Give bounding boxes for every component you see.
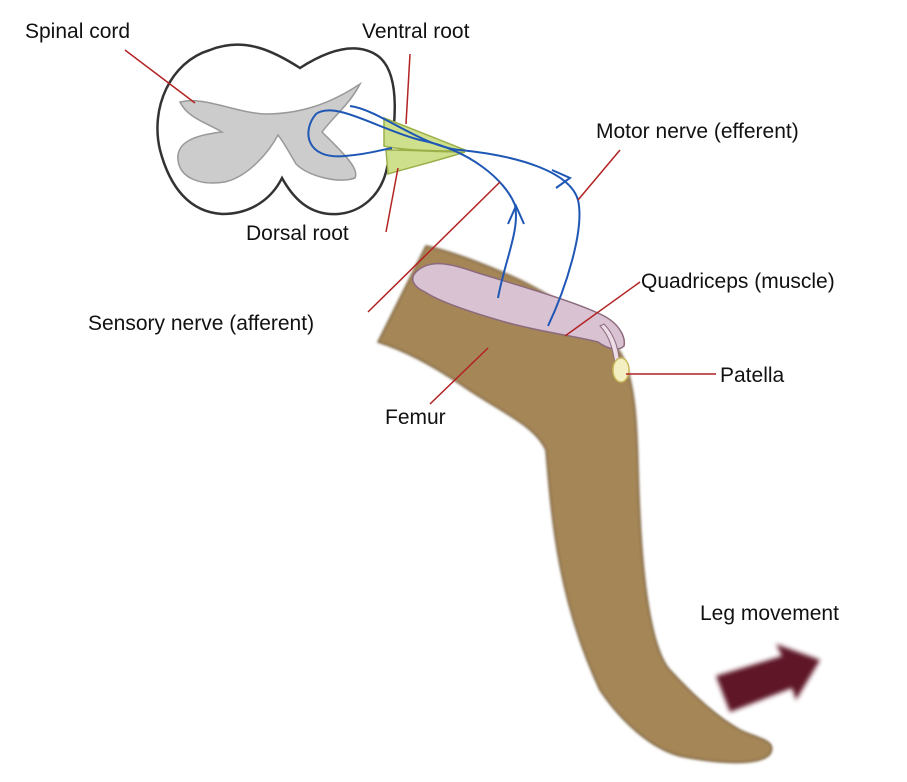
spinal-cord	[157, 45, 394, 215]
label-dorsal-root: Dorsal root	[246, 222, 349, 245]
ventral-root	[384, 118, 465, 151]
leg-movement-arrow	[716, 644, 820, 712]
label-femur: Femur	[385, 406, 446, 429]
leader-ventral-root	[406, 54, 410, 124]
leader-dorsal-root	[386, 168, 398, 232]
label-ventral-root: Ventral root	[362, 20, 470, 43]
label-spinal-cord: Spinal cord	[25, 20, 130, 43]
label-motor-nerve: Motor nerve (efferent)	[596, 120, 799, 143]
label-quadriceps: Quadriceps (muscle)	[641, 270, 835, 293]
label-leg-movement: Leg movement	[700, 602, 839, 625]
label-sensory-nerve: Sensory nerve (afferent)	[88, 312, 314, 335]
label-patella: Patella	[720, 364, 785, 387]
patella	[613, 358, 629, 382]
leader-motor-nerve	[578, 150, 620, 200]
